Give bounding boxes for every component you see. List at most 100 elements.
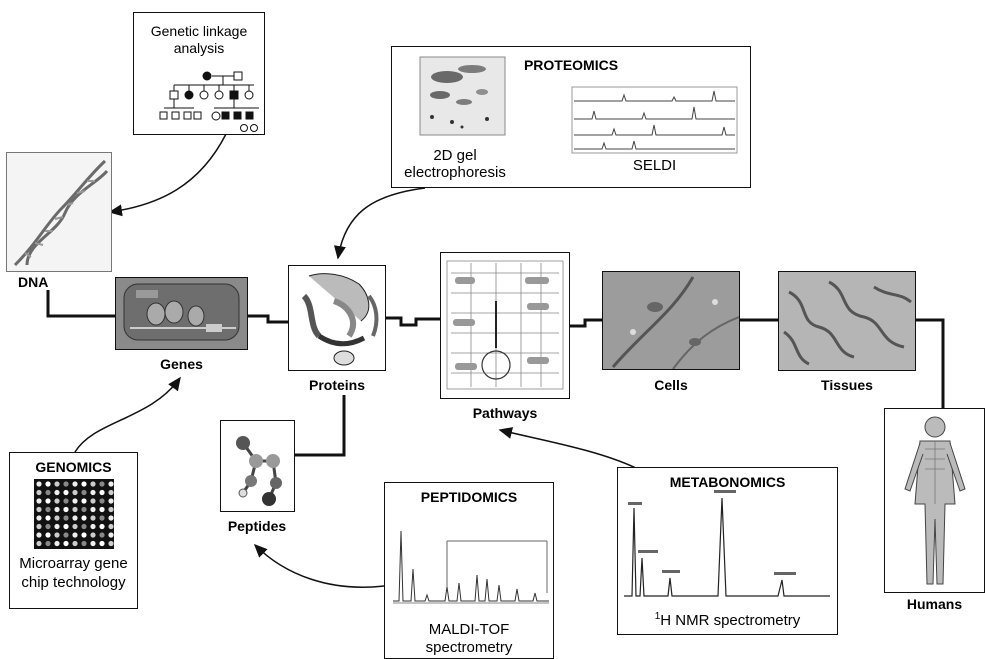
microarray-spot xyxy=(90,540,96,547)
node-label-dna: DNA xyxy=(18,274,49,290)
microarray-spot xyxy=(72,498,78,504)
peptidomics-caption-line1: MALDI-TOF xyxy=(428,621,510,638)
microarray-spot xyxy=(63,481,69,487)
gel-caption-line1: 2D gel xyxy=(433,147,477,164)
microarray-spot xyxy=(108,498,114,504)
microarray-spot xyxy=(63,540,69,547)
backbone-line xyxy=(248,314,288,324)
node-label-cells: Cells xyxy=(654,377,688,393)
microarray-spot xyxy=(36,523,42,530)
protein-structure-graphic xyxy=(301,273,379,366)
microarray-spot xyxy=(108,506,114,513)
genomics-title: GENOMICS xyxy=(35,459,112,475)
microarray-spot xyxy=(108,540,114,547)
metabonomics-panel: METABONOMICS 1H NMR spectrometry xyxy=(617,467,838,635)
microarray-spot xyxy=(99,532,105,538)
microarray-spot xyxy=(90,523,96,530)
microarray-spot xyxy=(99,498,105,504)
microarray-spot xyxy=(90,481,96,487)
microarray-spot xyxy=(99,489,105,496)
peptide-molecule-graphic xyxy=(236,436,282,506)
microarray-spot xyxy=(81,540,87,547)
microarray-spot xyxy=(90,506,96,513)
peptides-image xyxy=(220,420,295,512)
microarray-spot xyxy=(72,489,78,496)
seldi-traces xyxy=(574,90,735,150)
microarray-spot xyxy=(72,523,78,530)
microarray-spot xyxy=(54,506,60,513)
cells-micrograph-graphic xyxy=(611,276,739,369)
microarray-spot xyxy=(63,506,69,513)
proteins-image xyxy=(288,265,386,371)
microarray-spot xyxy=(81,489,87,496)
microarray-spot xyxy=(99,523,105,530)
tissues-image xyxy=(778,271,916,371)
microarray-spot xyxy=(81,532,87,538)
genomics-caption-line1: Microarray gene xyxy=(19,555,128,572)
microarray-spot xyxy=(36,481,42,487)
microarray-spot xyxy=(36,515,42,521)
genomics-to-genes-arrow xyxy=(74,376,181,453)
node-label-genes: Genes xyxy=(160,356,203,372)
linkage-to-dna-arrow xyxy=(108,133,227,217)
microarray-spot xyxy=(108,532,114,538)
maldi-spectrum-graphic xyxy=(393,530,549,604)
pedigree-chart xyxy=(159,71,259,132)
microarray-spot xyxy=(54,498,60,504)
genomics-panel: GENOMICS Microarray gene chip technology xyxy=(9,452,138,609)
microarray-spot xyxy=(36,532,42,538)
human-anatomy-graphic xyxy=(904,416,966,585)
microarray-spot xyxy=(45,506,51,513)
microarray-spot xyxy=(72,481,78,487)
proteomics-panel: PROTEOMICS 2D gel electrophoresis SELDI xyxy=(391,46,751,188)
microarray-spot xyxy=(108,489,114,496)
microarray-spot xyxy=(90,515,96,521)
pedigree-female xyxy=(202,71,212,81)
microarray-spot xyxy=(36,489,42,496)
microarray-spot xyxy=(72,540,78,547)
microarray-spot xyxy=(36,540,42,547)
microarray-spot xyxy=(99,540,105,547)
pathway-map-graphic xyxy=(446,260,564,390)
microarray-spot xyxy=(81,515,87,521)
microarray-spot xyxy=(81,506,87,513)
nmr-superscript: 1 xyxy=(654,611,661,622)
microarray-graphic xyxy=(34,479,114,549)
microarray-spot xyxy=(90,489,96,496)
backbone-line xyxy=(570,318,602,328)
nmr-trace xyxy=(624,497,830,597)
dna-helix-graphic xyxy=(13,159,109,267)
microarray-spot xyxy=(63,498,69,504)
backbone-line xyxy=(46,290,115,318)
microarray-spot xyxy=(99,481,105,487)
metabonomics-title: METABONOMICS xyxy=(669,474,786,490)
node-label-tissues: Tissues xyxy=(821,377,873,393)
dna-image xyxy=(6,152,112,272)
peptidomics-to-peptides-arrow xyxy=(253,543,385,588)
microarray-spot xyxy=(81,481,87,487)
humans-image xyxy=(884,408,985,593)
microarray-spot xyxy=(54,532,60,538)
cells-image xyxy=(602,271,740,370)
linkage-panel: Genetic linkage analysis xyxy=(133,12,265,135)
node-label-pathways: Pathways xyxy=(472,405,538,421)
microarray-spot xyxy=(54,540,60,547)
microarray-spot xyxy=(54,515,60,521)
metabonomics-to-pathways-arrow xyxy=(498,427,641,471)
microarray-spot xyxy=(63,489,69,496)
backbone-line xyxy=(916,318,945,408)
microarray-spot xyxy=(81,523,87,530)
nmr-caption-text: H NMR spectrometry xyxy=(660,612,801,629)
microarray-spot xyxy=(45,532,51,538)
proteins-peptides-line xyxy=(295,395,346,457)
microarray-spot xyxy=(36,506,42,513)
peptidomics-panel: PEPTIDOMICS MALDI-TOF spectrometry xyxy=(384,482,554,659)
microarray-spot xyxy=(81,498,87,504)
microarray-spot xyxy=(45,523,51,530)
node-label-humans: Humans xyxy=(906,596,963,612)
microarray-spot xyxy=(45,498,51,504)
backbone-line xyxy=(386,316,440,327)
proteomics-title: PROTEOMICS xyxy=(523,57,619,73)
microarray-spot xyxy=(45,540,51,547)
